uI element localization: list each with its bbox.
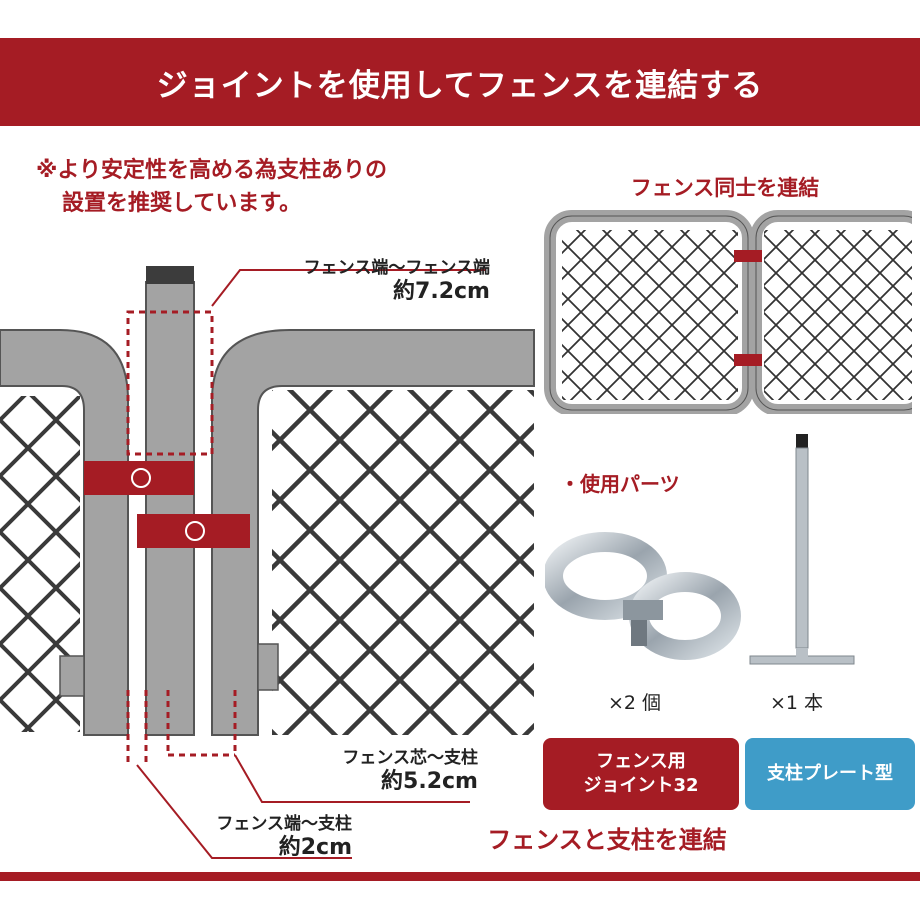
footer-bar <box>0 872 920 881</box>
dimension-label: フェンス端～フェンス端 <box>303 258 490 278</box>
frame-tab <box>59 655 85 697</box>
joint-quantity: ×2 個 <box>608 692 662 714</box>
dimension-core-to-post <box>166 690 470 803</box>
post-cap <box>146 266 194 284</box>
parts-heading: ・使用パーツ <box>560 472 680 496</box>
right-fence-frame <box>211 329 535 736</box>
clamp-bolt <box>131 468 151 488</box>
label-core-to-post: フェンス芯～支柱 約5.2cm <box>270 746 478 794</box>
joint-clamp-upper <box>84 461 194 495</box>
note-line-2: 設置を推奨しています。 <box>62 191 302 216</box>
fence-join-title: フェンス同士を連結 <box>630 176 820 200</box>
badge-line-1: フェンス用 <box>596 751 686 772</box>
dimension-value: 約5.2cm <box>381 769 478 794</box>
right-fence-mesh <box>272 390 534 735</box>
joint-clamp-icon <box>545 532 741 660</box>
joint-product-badge: フェンス用 ジョイント32 <box>543 738 739 810</box>
post-plate-badge: 支柱プレート型 <box>745 738 915 810</box>
post-join-title: フェンスと支柱を連結 <box>487 826 727 854</box>
support-post <box>145 281 195 736</box>
dimension-value: 約2cm <box>278 835 352 860</box>
post-quantity: ×1 本 <box>770 692 824 714</box>
post-plate-icon <box>749 434 855 665</box>
joint-clamp-lower <box>137 514 250 548</box>
label-end-to-post: フェンス端～支柱 約2cm <box>180 812 352 860</box>
dimension-end-to-post <box>126 690 352 859</box>
page-title: ジョイントを使用してフェンスを連結する <box>156 67 764 104</box>
note-line-1: ※より安定性を高める為支柱ありの <box>36 158 387 183</box>
header-banner <box>0 38 920 126</box>
dimension-fence-to-fence <box>126 269 485 456</box>
dimension-value: 約7.2cm <box>393 279 490 304</box>
badge-line-2: ジョイント32 <box>583 775 699 796</box>
dimension-label: フェンス芯～支柱 <box>342 748 478 768</box>
clamp-bolt <box>185 521 205 541</box>
dimension-label: フェンス端～支柱 <box>216 814 352 834</box>
fence-join-diagram <box>544 210 912 414</box>
label-fence-to-fence: フェンス端～フェンス端 約7.2cm <box>250 256 490 304</box>
frame-tab <box>257 643 279 691</box>
recommendation-note: ※より安定性を高める為支柱ありの 設置を推奨しています。 <box>36 154 387 220</box>
